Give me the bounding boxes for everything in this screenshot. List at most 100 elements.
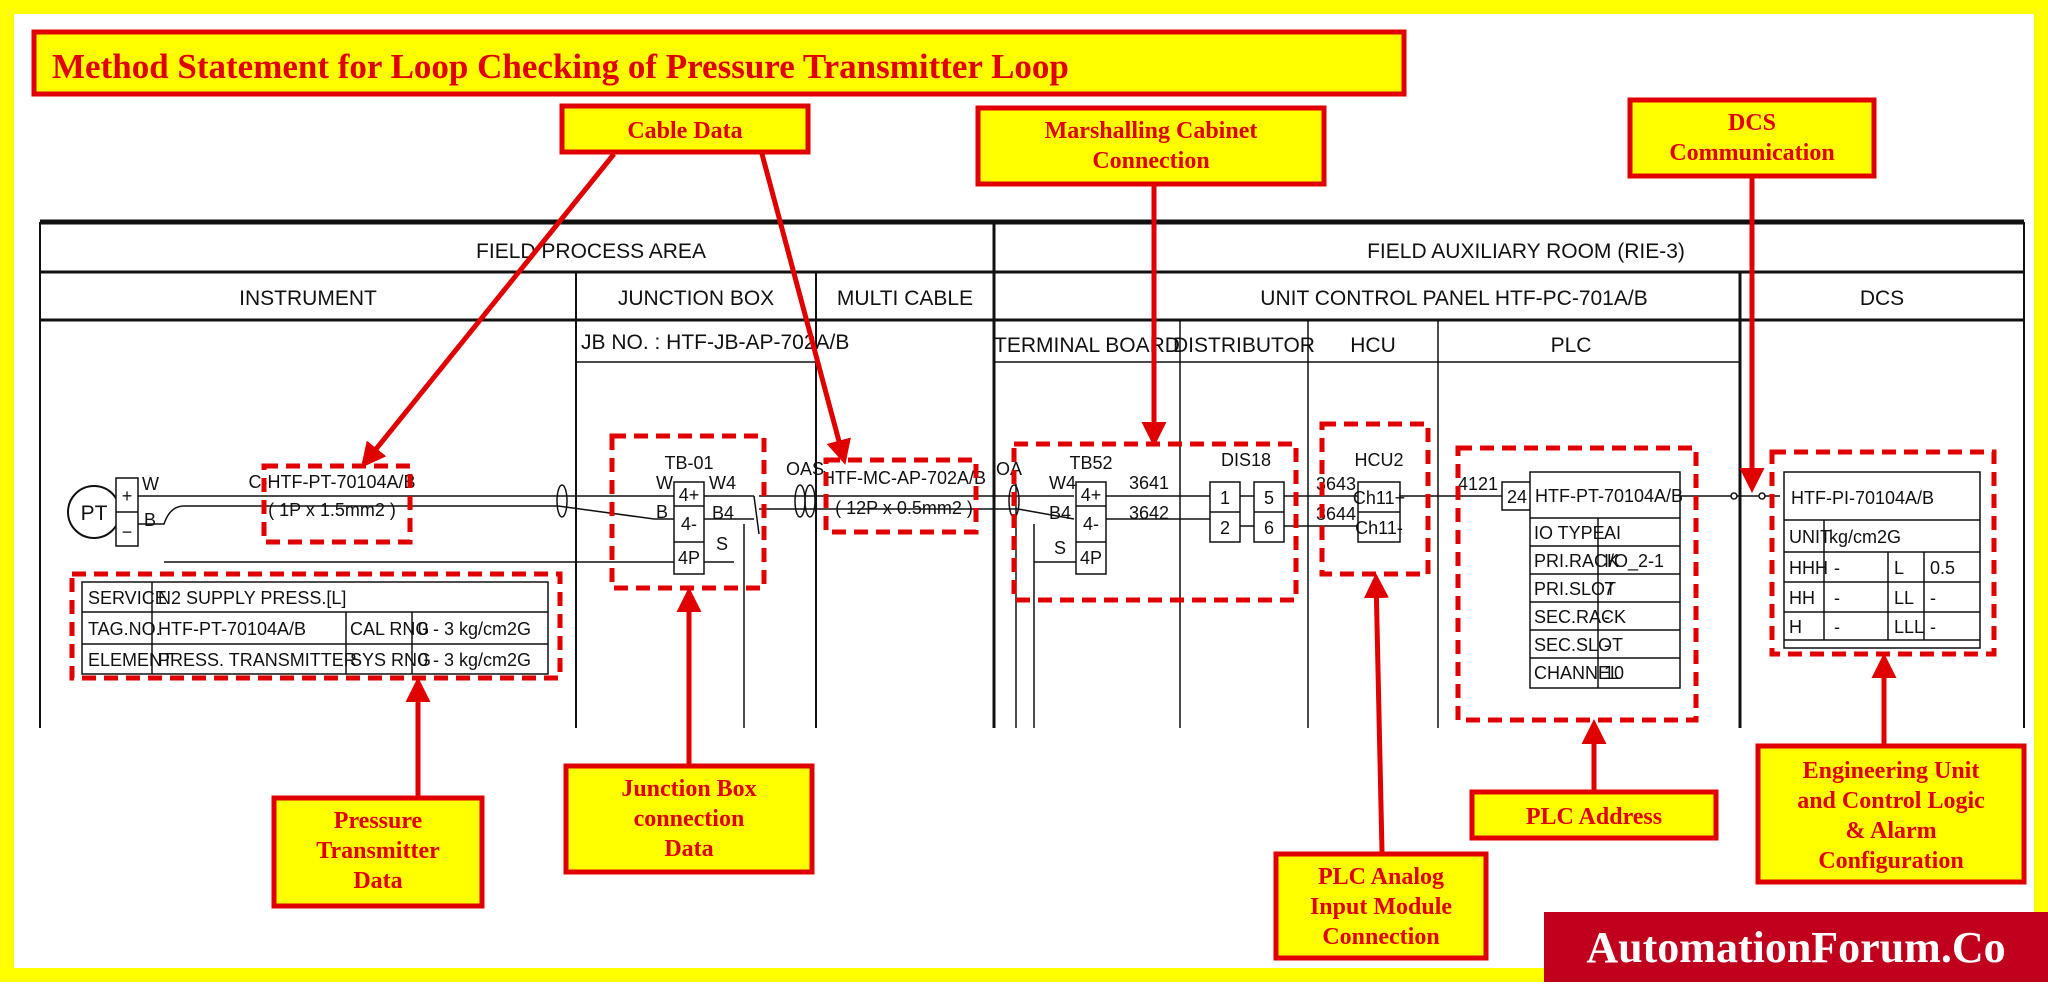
table-value-tag: HTF-PT-70104A/B — [158, 619, 306, 639]
wire-3641: 3641 — [1129, 473, 1169, 493]
callout-dcs-comm-line2: Communication — [1669, 140, 1834, 166]
highlight-multi-cable — [823, 457, 979, 535]
jb-out-s: S — [716, 534, 728, 554]
plc-row-channel-label: CHANNEL — [1534, 663, 1620, 683]
field-wires — [138, 484, 655, 563]
diagram-grid — [39, 219, 2025, 728]
callout-dcs-comm — [1627, 97, 1877, 179]
hcu-label: HCU2 — [1354, 450, 1403, 470]
dcs-alarm-hhh-value: - — [1834, 558, 1840, 578]
table-value-service: N2 SUPPLY PRESS.[L] — [158, 588, 346, 608]
plc-row-sec-slot-label: SEC.SLOT — [1534, 635, 1623, 655]
plc-io-table — [1501, 471, 1780, 689]
instrument-data-table — [81, 581, 549, 675]
tb52-label: TB52 — [1069, 453, 1112, 473]
dcs-header: DCS — [1860, 287, 1904, 310]
terminal-board-tb52 — [1034, 481, 1210, 575]
callout-jb-data-line1: Junction Box — [621, 776, 756, 802]
wire-w-label: W — [142, 474, 159, 494]
distributor-header: DISTRIBUTOR — [1173, 334, 1315, 357]
plc-header: PLC — [1551, 334, 1592, 357]
dcs-unit-value: kg/cm2G — [1829, 527, 1901, 547]
jb-terminal-4minus: 4- — [681, 514, 697, 534]
callout-plc-ai — [1273, 851, 1489, 961]
callout-pt-data — [271, 795, 485, 909]
pt-plus-terminal: + — [122, 486, 133, 506]
tb52-in-b4: B4 — [1049, 503, 1071, 523]
callout-cable-data — [559, 103, 811, 155]
jb-out-w4: W4 — [709, 473, 736, 493]
dcs-alarm-h-value: - — [1834, 617, 1840, 637]
field-cable-tag: C-HTF-PT-70104A/B — [248, 472, 415, 492]
watermark-bg — [1544, 912, 2048, 982]
table-label-service: SERVICE — [88, 588, 167, 608]
hcu-ch11-minus: Ch11- — [1355, 518, 1403, 538]
junction-box-terminals — [628, 481, 760, 575]
dcs-alarm-hh-value: - — [1834, 588, 1840, 608]
dcs-alarm-ll: LL — [1894, 588, 1914, 608]
page-title: Method Statement for Loop Checking of Pr… — [52, 47, 1069, 86]
hcu-ch11-plus: Ch11+ — [1353, 488, 1405, 508]
dcs-alarm-hhh: HHH — [1789, 558, 1828, 578]
callout-jb-data-line2: connection — [634, 806, 745, 832]
unit-control-panel-header: UNIT CONTROL PANEL HTF-PC-701A/B — [1260, 287, 1647, 310]
callout-cable-data-text: Cable Data — [627, 118, 742, 144]
jb-in-b: B — [656, 502, 668, 522]
field-auxiliary-room-header: FIELD AUXILIARY ROOM (RIE-3) — [1367, 240, 1685, 263]
junction-box-header: JUNCTION BOX — [618, 287, 774, 310]
callout-eng-unit-line3: & Alarm — [1845, 818, 1936, 844]
plc-row-io-type-value: AI — [1604, 523, 1621, 543]
callout-jb-data — [563, 763, 815, 875]
callout-eng-unit-line2: and Control Logic — [1797, 788, 1985, 814]
callout-plc-ai-line1: PLC Analog — [1318, 864, 1444, 890]
callout-marshalling-line2: Connection — [1092, 148, 1209, 174]
jb-terminal-4plus: 4+ — [679, 485, 700, 505]
dis-terminal-1: 1 — [1220, 488, 1230, 508]
highlight-boxes — [69, 421, 1997, 723]
distributor-dis18 — [1209, 481, 1358, 543]
callout-pt-data-line2: Transmitter — [316, 838, 440, 864]
wire-4121: 4121 — [1458, 474, 1498, 494]
jb-oas-label: OAS — [786, 459, 824, 479]
arrow-cable-data-2 — [759, 153, 851, 465]
pt-minus-terminal: − — [122, 522, 133, 542]
dcs-alarm-l-value: 0.5 — [1930, 558, 1955, 578]
field-cable-spec: ( 1P x 1.5mm2 ) — [268, 500, 396, 520]
field-process-area-header: FIELD PROCESS AREA — [476, 240, 706, 263]
table-label-element: ELEMENT — [88, 650, 173, 670]
hcu-header: HCU — [1350, 334, 1396, 357]
tb52-in-s: S — [1054, 538, 1066, 558]
callout-eng-unit — [1755, 743, 2027, 885]
dcs-config-table — [1783, 471, 1981, 649]
pressure-transmitter-symbol: PT + − — [67, 477, 139, 547]
plc-row-channel-value: 10 — [1604, 663, 1624, 683]
multi-cable-tag: HTF-MC-AP-702A/B — [822, 468, 986, 488]
dcs-alarm-hh: HH — [1789, 588, 1815, 608]
table-label-sys-rng: SYS RNG — [350, 650, 431, 670]
arrow-cable-data-1 — [360, 152, 616, 468]
plc-row-pri-slot-value: 7 — [1604, 579, 1614, 599]
terminal-board-header: TERMINAL BOARD — [994, 334, 1180, 357]
plc-row-sec-rack-value: - — [1604, 607, 1610, 627]
table-label-cal-rng: CAL RNG — [350, 619, 429, 639]
tb52-terminal-4plus: 4+ — [1081, 485, 1102, 505]
loop-diagram: FIELD PROCESS AREA FIELD AUXILIARY ROOM … — [31, 29, 2048, 982]
arrow-plc-ai — [1363, 573, 1389, 853]
jb-number-label: JB NO. : HTF-JB-AP-702A/B — [581, 331, 849, 354]
dis-terminal-6: 6 — [1264, 518, 1274, 538]
dcs-alarm-h: H — [1789, 617, 1802, 637]
callout-jb-data-line3: Data — [664, 836, 713, 862]
callout-arrows — [360, 152, 1897, 853]
dcs-unit-label: UNIT — [1789, 527, 1831, 547]
highlight-instrument-table — [69, 571, 563, 681]
instrument-header: INSTRUMENT — [239, 287, 377, 310]
tb52-terminal-4minus: 4- — [1083, 514, 1099, 534]
plc-terminal-24: 24 — [1507, 487, 1527, 507]
tb52-terminal-4p: 4P — [1080, 548, 1102, 568]
multi-cable-header: MULTI CABLE — [837, 287, 973, 310]
callout-dcs-comm-line1: DCS — [1728, 110, 1776, 136]
dcs-alarm-lll: LLL — [1894, 617, 1924, 637]
callout-plc-address-text: PLC Address — [1526, 804, 1662, 830]
jb-out-b4: B4 — [712, 503, 734, 523]
dis-terminal-2: 2 — [1220, 518, 1230, 538]
